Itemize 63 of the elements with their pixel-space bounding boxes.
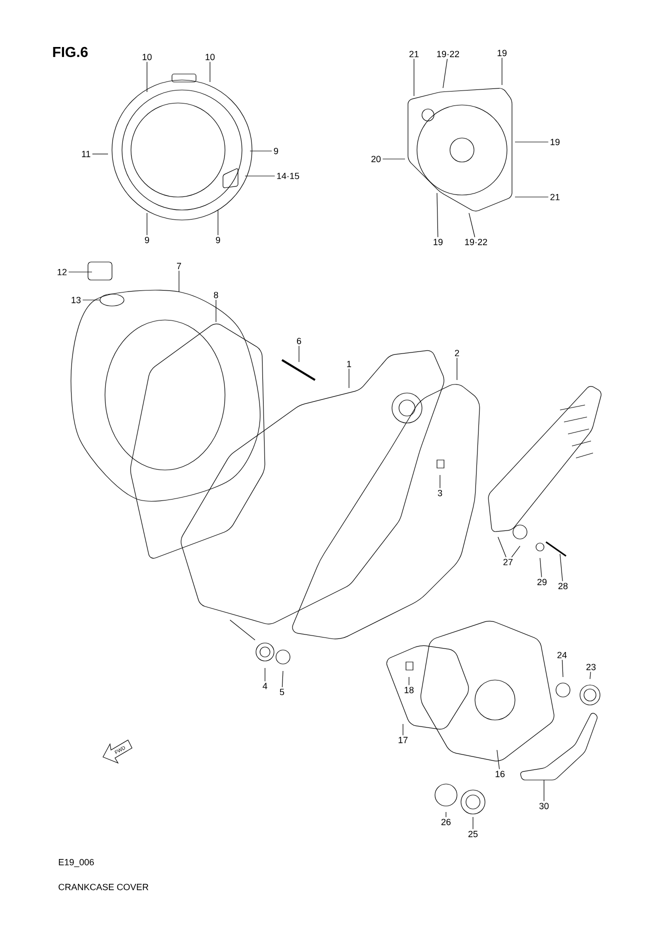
leader-line bbox=[250, 150, 272, 152]
caption: CRANKCASE COVER bbox=[58, 884, 148, 890]
leader-line bbox=[298, 346, 300, 362]
callout-number: 12 bbox=[58, 268, 67, 276]
leader-line bbox=[146, 62, 148, 92]
callout-number: 26 bbox=[441, 818, 451, 826]
callout-number: 17 bbox=[398, 736, 408, 744]
leader-line bbox=[496, 750, 500, 770]
leader-line bbox=[282, 670, 284, 688]
leader-line bbox=[408, 676, 410, 686]
leader-line bbox=[590, 672, 591, 680]
callout-number: 19 bbox=[550, 138, 560, 146]
leader-line bbox=[562, 660, 564, 678]
callout-number: 30 bbox=[539, 802, 549, 810]
leader-line bbox=[498, 536, 506, 558]
callout-number: 3 bbox=[438, 490, 442, 496]
callout-number: 29 bbox=[537, 578, 547, 586]
callout-number: 7 bbox=[176, 262, 182, 270]
leader-line bbox=[442, 58, 448, 88]
drawing-code: E19_006 bbox=[58, 858, 94, 868]
callout-number: 9 bbox=[144, 236, 150, 244]
leader-line bbox=[436, 192, 438, 238]
callout-number: 24 bbox=[557, 652, 567, 658]
callout-number: 23 bbox=[586, 664, 596, 670]
leader-line bbox=[468, 212, 476, 238]
leader-line bbox=[382, 158, 406, 160]
leader-line bbox=[146, 212, 148, 236]
callout-number: 14·15 bbox=[277, 172, 300, 180]
leader-line bbox=[540, 558, 542, 578]
callout-number: 19·22 bbox=[437, 50, 460, 58]
callout-number: 2 bbox=[454, 350, 460, 356]
leader-line bbox=[348, 368, 350, 388]
leader-line bbox=[560, 554, 563, 582]
callout-number: 25 bbox=[468, 830, 478, 838]
callout-number: 9 bbox=[274, 148, 278, 154]
callout-number: 1 bbox=[347, 360, 352, 368]
figure-title: FIG.6 bbox=[53, 46, 88, 58]
callout-number: 21 bbox=[409, 50, 419, 58]
callout-number: 9 bbox=[216, 236, 220, 244]
callout-number: 18 bbox=[404, 686, 414, 694]
leader-line bbox=[402, 724, 404, 736]
callout-number: 27 bbox=[503, 558, 513, 566]
callout-number: 16 bbox=[496, 770, 505, 778]
callout-number: 11 bbox=[82, 150, 90, 158]
callout-number: 10 bbox=[142, 54, 152, 60]
leader-line bbox=[264, 668, 266, 682]
callout-number: 5 bbox=[280, 688, 284, 696]
leader-line bbox=[456, 358, 458, 380]
leader-line bbox=[472, 816, 474, 830]
callout-number: 13 bbox=[72, 296, 81, 304]
callout-number: 6 bbox=[296, 338, 302, 344]
callout-number: 4 bbox=[262, 682, 268, 690]
leader-line bbox=[511, 546, 520, 558]
callout-number: 20 bbox=[371, 156, 381, 162]
callout-number: 19 bbox=[434, 238, 443, 246]
callout-number: 19·22 bbox=[465, 238, 488, 246]
leader-line bbox=[178, 270, 180, 292]
callout-number: 28 bbox=[558, 582, 568, 590]
leader-line bbox=[514, 196, 549, 198]
callout-number: 21 bbox=[550, 194, 560, 200]
callout-number: 10 bbox=[206, 54, 215, 60]
callout-number: 19 bbox=[498, 50, 507, 56]
callout-number: 8 bbox=[214, 292, 218, 298]
